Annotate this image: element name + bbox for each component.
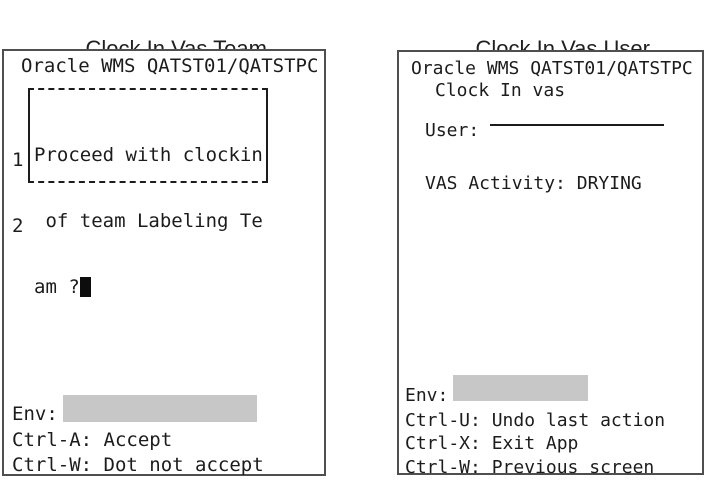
vas-activity-label: VAS Activity: bbox=[425, 173, 566, 194]
vas-activity-value: DRYING bbox=[576, 173, 642, 194]
dialog-text-line: of team Labeling Te bbox=[34, 210, 263, 232]
vas-activity-spacer bbox=[566, 173, 577, 194]
env-value-redacted bbox=[63, 395, 257, 422]
env-value-redacted bbox=[453, 375, 588, 401]
terminal-header: Oracle WMS QATST01/QATSTPC bbox=[411, 58, 693, 79]
user-input-line[interactable] bbox=[490, 110, 664, 126]
shortcut-previous-screen: Ctrl-W: Previous screen bbox=[405, 457, 655, 478]
shortcut-undo: Ctrl-U: Undo last action bbox=[405, 410, 666, 431]
dialog-text-line: am ? bbox=[34, 276, 266, 298]
vas-activity-row: VAS Activity: DRYING bbox=[425, 173, 642, 195]
terminal-window-team: Oracle WMS QATST01/QATSTPC 1 2 Proceed w… bbox=[2, 49, 326, 476]
dialog-text-line-3: am ? bbox=[34, 276, 80, 298]
text-cursor bbox=[79, 277, 91, 297]
env-label: Env: bbox=[405, 385, 449, 406]
dialog-row-number: 1 bbox=[12, 149, 24, 171]
dialog-row-number: 2 bbox=[12, 215, 24, 237]
confirm-dialog[interactable]: Proceed with clockin of team Labeling Te… bbox=[28, 88, 268, 298]
shortcut-do-not-accept: Ctrl-W: Dot not accept bbox=[12, 454, 264, 476]
dialog-text-line: Proceed with clockin bbox=[34, 144, 263, 166]
screen-name: Clock In vas bbox=[435, 80, 566, 101]
terminal-header: Oracle WMS QATST01/QATSTPC bbox=[21, 55, 319, 77]
terminal-window-user: Oracle WMS QATST01/QATSTPC Clock In vas … bbox=[397, 50, 704, 478]
shortcut-exit-app: Ctrl-X: Exit App bbox=[405, 433, 579, 454]
shortcut-accept: Ctrl-A: Accept bbox=[12, 429, 173, 451]
dialog-row-numbers: 1 2 bbox=[12, 105, 81, 281]
env-label: Env: bbox=[12, 403, 58, 425]
user-label: User: bbox=[425, 120, 480, 141]
